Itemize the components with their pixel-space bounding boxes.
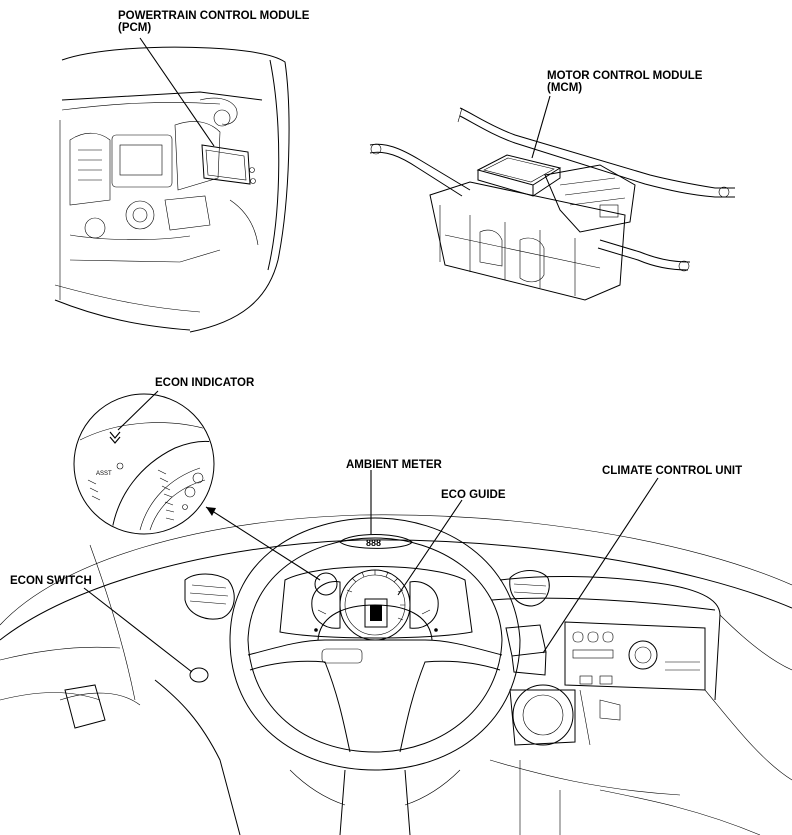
ambient-meter-label: AMBIENT METER bbox=[346, 459, 443, 471]
eco-guide-label: ECO GUIDE bbox=[441, 489, 506, 501]
mcm-label: MOTOR CONTROL MODULE bbox=[547, 70, 703, 82]
engine-bay-drawing bbox=[54, 37, 290, 333]
climate-control-leader-line bbox=[542, 477, 659, 654]
pcm-label: POWERTRAIN CONTROL MODULE bbox=[118, 10, 310, 22]
mcm-leader-line bbox=[531, 95, 551, 159]
econ-switch-label: ECON SWITCH bbox=[10, 575, 92, 587]
dashboard-drawing: 888 bbox=[0, 514, 792, 835]
econ-indicator-label: ECON INDICATOR bbox=[155, 377, 255, 389]
pcm-label-abbrev: (PCM) bbox=[118, 22, 151, 34]
climate-control-unit-shape bbox=[505, 624, 547, 676]
asst-gauge-text: ASST bbox=[96, 471, 112, 477]
econ-switch-leader-line bbox=[83, 587, 193, 673]
mcm-module-shape bbox=[476, 154, 562, 197]
econ-indicator-callout: ASST bbox=[73, 390, 215, 535]
econ-indicator-icon bbox=[109, 431, 121, 444]
mcm-assembly-drawing bbox=[369, 95, 735, 301]
pcm-module-shape bbox=[201, 144, 256, 185]
climate-control-unit-label: CLIMATE CONTROL UNIT bbox=[602, 465, 742, 477]
ambient-meter-digits: 888 bbox=[366, 538, 381, 548]
econ-switch-shape bbox=[189, 667, 209, 683]
pcm-leader-line bbox=[139, 37, 215, 147]
mcm-label-abbrev: (MCM) bbox=[547, 82, 582, 94]
eco-guide-display bbox=[364, 598, 388, 628]
eco-guide-leader-line bbox=[397, 499, 463, 596]
zoom-connector-arrow bbox=[205, 506, 338, 596]
ambient-meter-shape bbox=[339, 534, 413, 549]
